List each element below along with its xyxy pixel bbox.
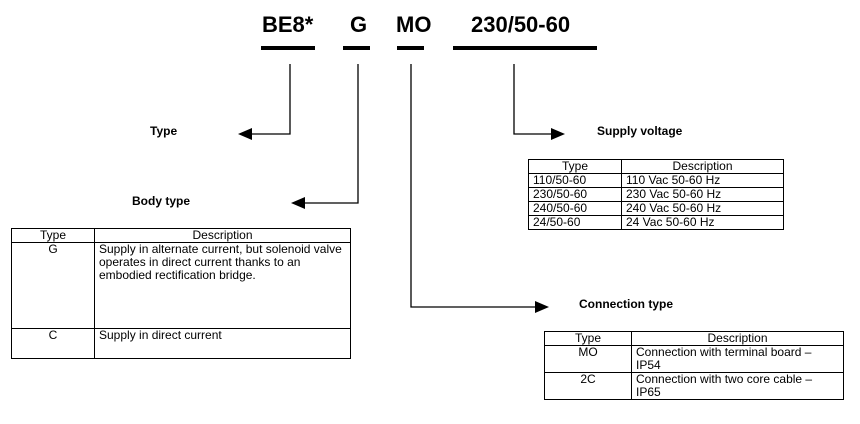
code-segment-body-type: G [350, 12, 368, 37]
cell-description: 24 Vac 50-60 Hz [621, 215, 784, 230]
cell-description: Supply in alternate current, but solenoi… [94, 242, 351, 329]
table-row: MO Connection with terminal board – IP54 [544, 345, 844, 373]
header-type: Type [528, 159, 622, 174]
code-segment-connection: MO [396, 12, 432, 37]
cell-description: 230 Vac 50-60 Hz [621, 187, 784, 202]
label-type: Type [150, 124, 178, 138]
cell-type: MO [544, 345, 632, 373]
table-row: 110/50-60 110 Vac 50-60 Hz [528, 173, 784, 188]
connector-supply-voltage [513, 64, 551, 135]
code-segment-voltage: 230/50-60 [471, 12, 571, 37]
label-connection-type: Connection type [579, 297, 674, 311]
connector-connection-type [410, 64, 535, 308]
label-body-type: Body type [132, 194, 191, 208]
underline-body-type [343, 46, 370, 50]
cell-type: 110/50-60 [528, 173, 622, 188]
arrow-left-icon [238, 128, 252, 140]
header-description: Description [631, 331, 844, 346]
connection-type-table: Type Description MO Connection with term… [544, 331, 844, 400]
arrow-left-icon [291, 197, 305, 209]
header-type: Type [544, 331, 632, 346]
arrow-right-icon [535, 301, 549, 313]
cell-description: 240 Vac 50-60 Hz [621, 201, 784, 216]
cell-description: Connection with terminal board – IP54 [631, 345, 844, 373]
underline-voltage [453, 46, 597, 50]
table-row: 230/50-60 230 Vac 50-60 Hz [528, 187, 784, 202]
cell-description: Connection with two core cable – IP65 [631, 372, 844, 400]
cell-type: 2C [544, 372, 632, 400]
cell-type: C [11, 328, 95, 359]
table-row: 240/50-60 240 Vac 50-60 Hz [528, 201, 784, 216]
header-type: Type [11, 228, 95, 243]
table-row: C Supply in direct current [11, 328, 351, 359]
table-row: 2C Connection with two core cable – IP65 [544, 372, 844, 400]
body-type-table: Type Description G Supply in alternate c… [11, 228, 351, 359]
header-description: Description [94, 228, 351, 243]
table-row: G Supply in alternate current, but solen… [11, 242, 351, 329]
header-description: Description [621, 159, 784, 174]
cell-description: 110 Vac 50-60 Hz [621, 173, 784, 188]
arrow-right-icon [551, 128, 565, 140]
code-segment-series: BE8* [262, 12, 314, 37]
connector-body-type [305, 64, 359, 204]
cell-type: 230/50-60 [528, 187, 622, 202]
underline-series [261, 46, 315, 50]
cell-type: G [11, 242, 95, 329]
table-row: 24/50-60 24 Vac 50-60 Hz [528, 215, 784, 230]
label-supply-voltage: Supply voltage [597, 124, 683, 138]
connector-type [252, 64, 291, 135]
cell-description: Supply in direct current [94, 328, 351, 359]
underline-connection [397, 46, 424, 50]
supply-voltage-table: Type Description 110/50-60 110 Vac 50-60… [528, 159, 784, 230]
cell-type: 24/50-60 [528, 215, 622, 230]
cell-type: 240/50-60 [528, 201, 622, 216]
